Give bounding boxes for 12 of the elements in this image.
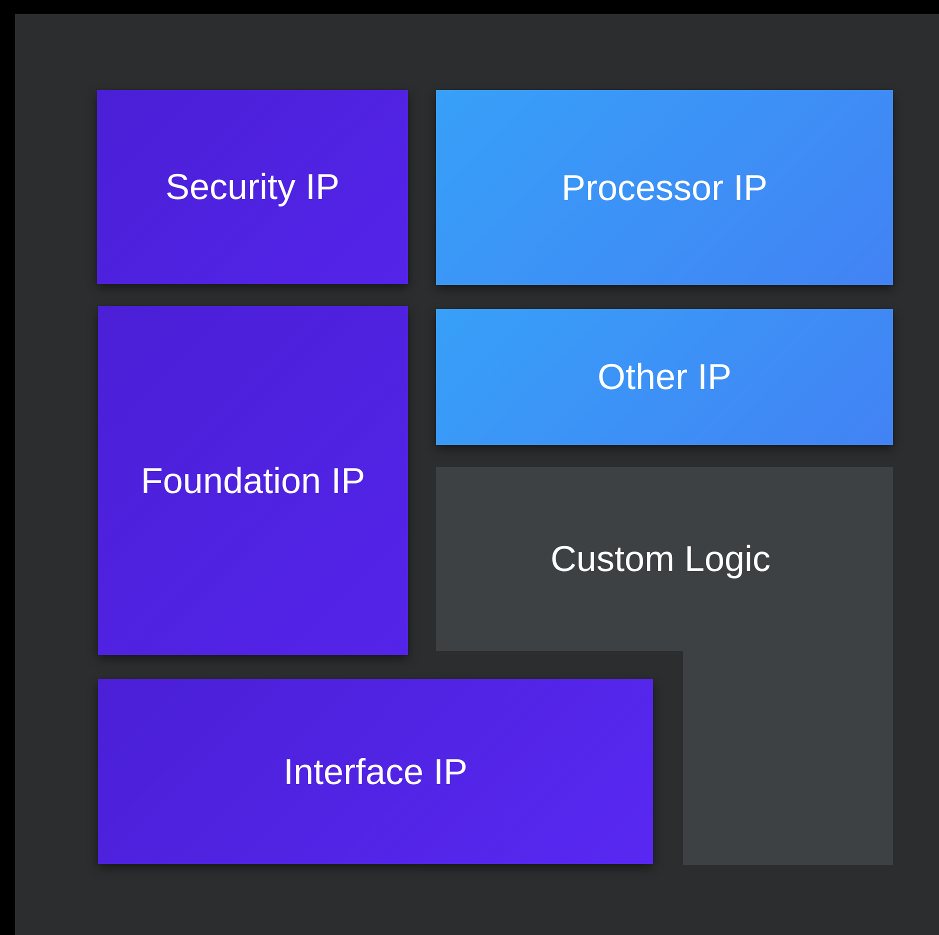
block-label: Interface IP <box>283 750 468 792</box>
ip-block <box>436 309 893 445</box>
block-label: Security IP <box>165 166 340 208</box>
ip-block <box>98 306 408 655</box>
block-label: Foundation IP <box>140 460 366 502</box>
block-label: Custom Logic <box>550 538 771 580</box>
block-label: Processor IP <box>561 166 768 208</box>
ip-block <box>97 90 408 284</box>
ip-block <box>436 90 893 285</box>
logic-block <box>436 467 893 865</box>
block-label: Other IP <box>597 356 732 398</box>
ip-block <box>98 679 653 864</box>
